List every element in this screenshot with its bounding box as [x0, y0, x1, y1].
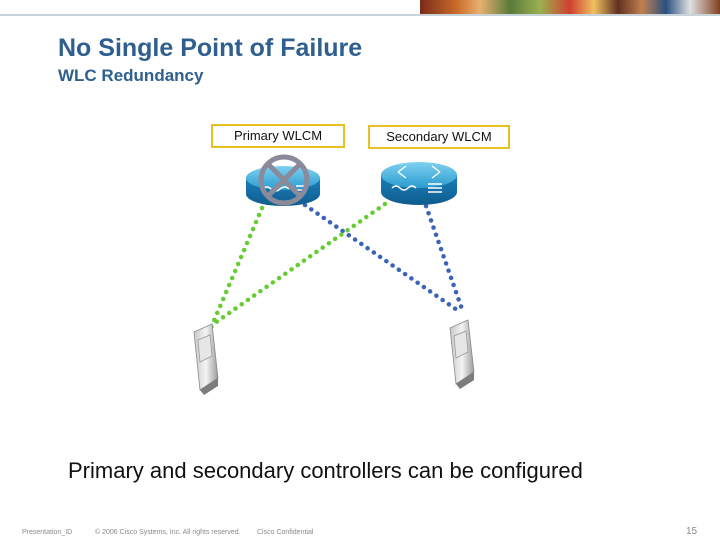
slide-subtitle: WLC Redundancy	[58, 66, 204, 85]
banner-rule	[0, 14, 720, 16]
wireless-client-icon-right	[449, 319, 475, 389]
link-primary-to-client-right	[302, 202, 463, 315]
banner-photo-strip	[420, 0, 720, 14]
top-banner	[0, 0, 720, 16]
secondary-wlcm-label: Secondary WLCM	[368, 125, 510, 149]
slide-caption: Primary and secondary controllers can be…	[68, 458, 583, 483]
footer-presentation-id: Presentation_ID	[22, 529, 73, 536]
failure-x-icon	[258, 154, 310, 206]
primary-router-icon	[246, 166, 320, 206]
footer-confidential: Cisco Confidential	[257, 529, 314, 536]
banner-blank	[0, 0, 420, 16]
link-primary-to-client-left	[207, 205, 265, 333]
secondary-router-icon	[381, 162, 457, 205]
footer-page-number: 15	[686, 526, 698, 537]
slide-title: No Single Point of Failure	[58, 34, 363, 62]
footer-copyright: © 2006 Cisco Systems, Inc. All rights re…	[95, 529, 241, 536]
primary-wlcm-label: Primary WLCM	[211, 124, 345, 148]
link-secondary-to-client-left	[209, 201, 388, 328]
wireless-client-icon-left	[193, 323, 219, 395]
link-secondary-to-client-right	[423, 203, 466, 315]
